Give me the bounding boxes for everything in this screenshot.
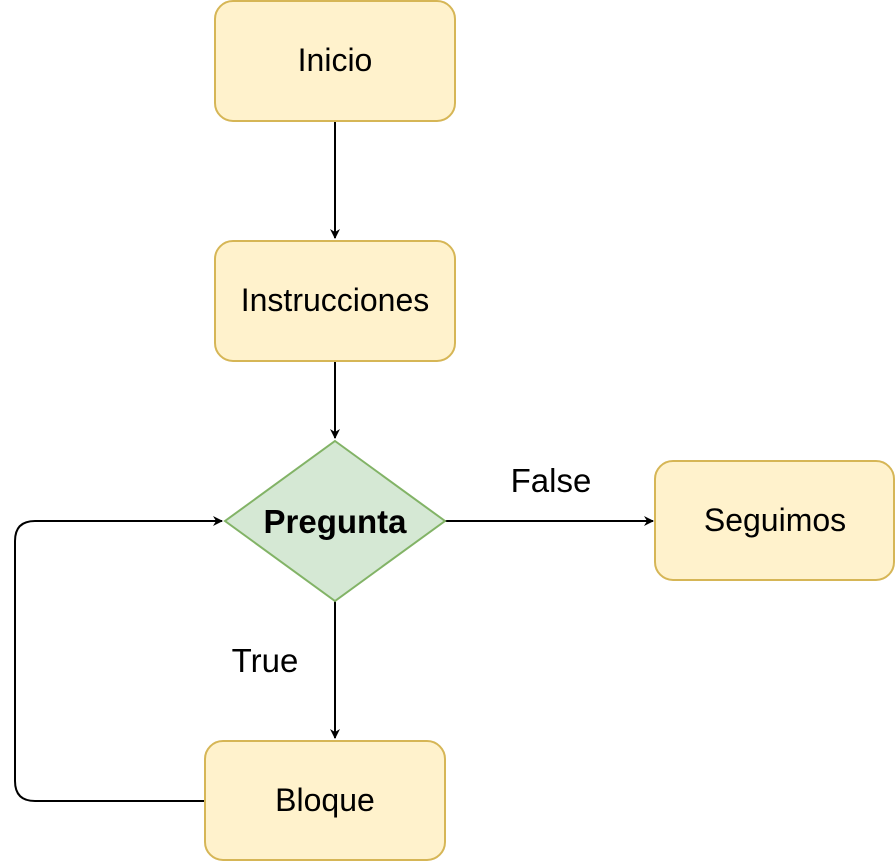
question-decision-shape bbox=[223, 439, 447, 603]
start-node-label: Inicio bbox=[298, 42, 373, 78]
start-node[interactable]: Inicio bbox=[214, 0, 456, 122]
continue-node-label: Seguimos bbox=[704, 502, 846, 538]
block-node-shape bbox=[204, 740, 446, 861]
start-node-shape bbox=[214, 0, 456, 122]
block-node[interactable]: Bloque bbox=[204, 740, 446, 861]
true-edge-label: True bbox=[232, 642, 299, 679]
instructions-node[interactable]: Instrucciones bbox=[214, 240, 456, 362]
block-node-label: Bloque bbox=[275, 782, 375, 818]
continue-node-shape bbox=[654, 460, 895, 581]
question-decision-node[interactable]: Pregunta bbox=[223, 439, 447, 603]
instructions-node-shape bbox=[214, 240, 456, 362]
question-decision-label: Pregunta bbox=[263, 503, 407, 540]
continue-node[interactable]: Seguimos bbox=[654, 460, 895, 581]
edges bbox=[14, 121, 654, 802]
instructions-node-label: Instrucciones bbox=[241, 282, 430, 318]
edge-block-loop-to-question bbox=[14, 516, 223, 802]
false-edge-label: False bbox=[511, 462, 592, 499]
